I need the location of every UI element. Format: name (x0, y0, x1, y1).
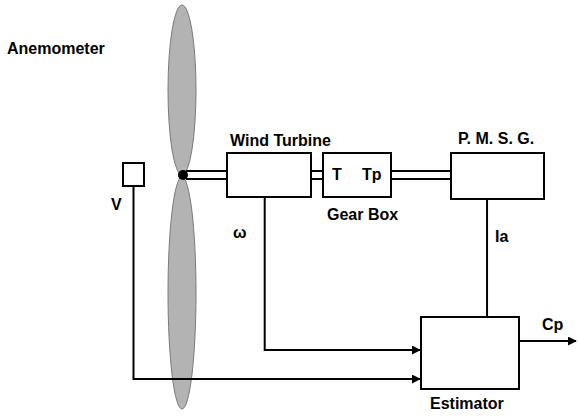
torque-symbol: Tp (362, 166, 382, 184)
rotor-hub (178, 170, 188, 180)
block-title: Wind Turbine (230, 132, 331, 150)
connector-path (486, 200, 488, 316)
connector-path (134, 187, 421, 379)
connector-path (312, 178, 322, 180)
signal-name: Ia (494, 228, 509, 246)
block-title: Estimator (430, 395, 504, 413)
block-title: P. M. S. G. (458, 130, 534, 148)
connector-path (265, 198, 420, 350)
connector-path (392, 178, 450, 180)
signal-name: Cp (541, 316, 564, 334)
gearbox-box: TTpGear Box (322, 152, 392, 198)
rotor-shaft (186, 178, 226, 180)
shaft-link (312, 171, 322, 179)
generator-box: P. M. S. G. (450, 152, 545, 200)
turbine-blade (168, 5, 196, 175)
connector-path (312, 170, 322, 172)
signal-name: ω (232, 224, 248, 242)
block-title: Gear Box (327, 206, 398, 224)
signal-line (134, 187, 421, 379)
block-title: Anemometer (7, 40, 105, 58)
turbine-box: Wind Turbine (226, 152, 312, 198)
shaft-link (392, 171, 450, 179)
signal-line (487, 200, 488, 316)
rotor-shaft (186, 170, 226, 172)
output-arrow (520, 340, 576, 342)
turbine-blade (168, 177, 196, 409)
connector-path (392, 170, 450, 172)
signal-line (265, 198, 420, 350)
estimator-box: Estimator (420, 316, 520, 390)
sensor-box: Anemometer (122, 162, 145, 187)
signal-name: V (110, 196, 123, 214)
torque-symbol: T (332, 166, 342, 184)
